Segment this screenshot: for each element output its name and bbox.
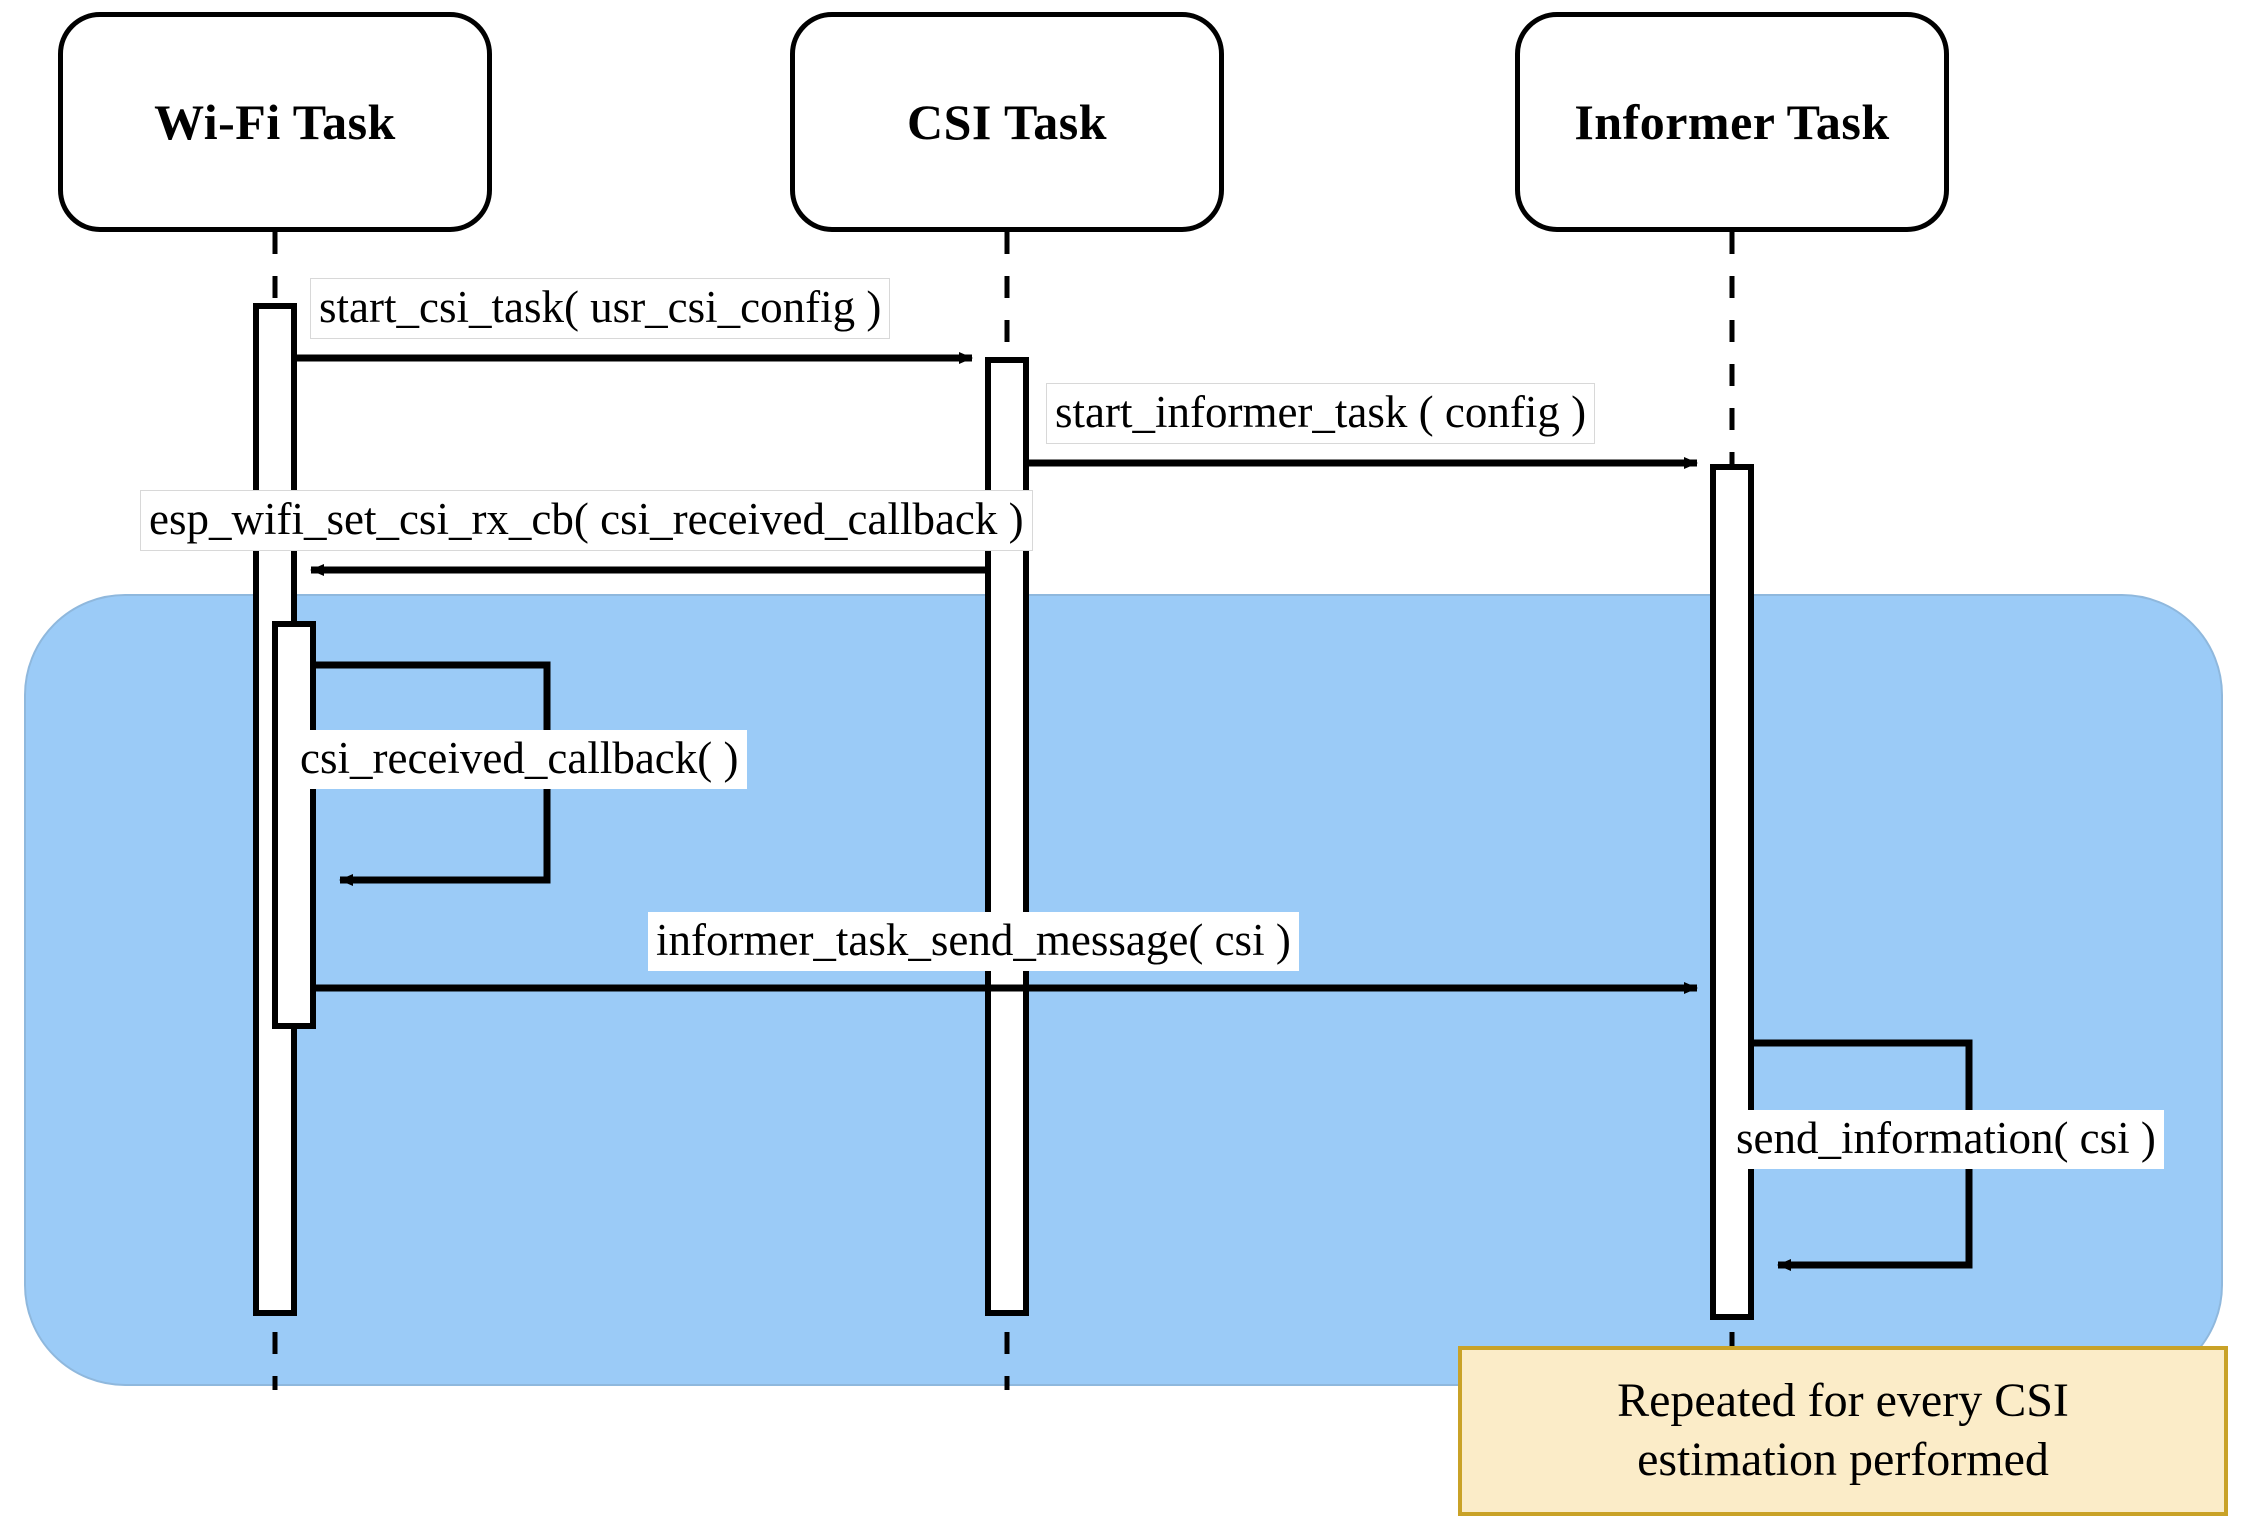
activation-informer: [1710, 464, 1754, 1320]
note-line-1: Repeated for every CSI: [1617, 1374, 2069, 1428]
note-line-2: estimation performed: [1637, 1433, 2049, 1486]
participant-box-wifi-task[interactable]: Wi-Fi Task: [58, 12, 492, 232]
note-repeated-for-every-csi: Repeated for every CSI estimation perfor…: [1458, 1346, 2228, 1516]
message-label-esp-wifi-set-csi-rx-cb: esp_wifi_set_csi_rx_cb( csi_received_cal…: [140, 490, 1033, 551]
participant-label-informer-task: Informer Task: [1574, 94, 1890, 150]
message-label-csi-received-callback: csi_received_callback( ): [292, 730, 747, 789]
activation-csi: [985, 357, 1029, 1316]
participant-label-wifi-task: Wi-Fi Task: [154, 94, 396, 150]
message-label-informer-task-send-message: informer_task_send_message( csi ): [648, 912, 1299, 971]
participant-label-csi-task: CSI Task: [907, 94, 1107, 150]
participant-box-informer-task[interactable]: Informer Task: [1515, 12, 1949, 232]
participant-box-csi-task[interactable]: CSI Task: [790, 12, 1224, 232]
message-label-start-csi-task: start_csi_task( usr_csi_config ): [310, 278, 891, 339]
message-label-send-information: send_information( csi ): [1728, 1110, 2164, 1169]
message-label-start-informer-task: start_informer_task ( config ): [1046, 383, 1596, 444]
activation-wifi-nested: [272, 621, 316, 1029]
